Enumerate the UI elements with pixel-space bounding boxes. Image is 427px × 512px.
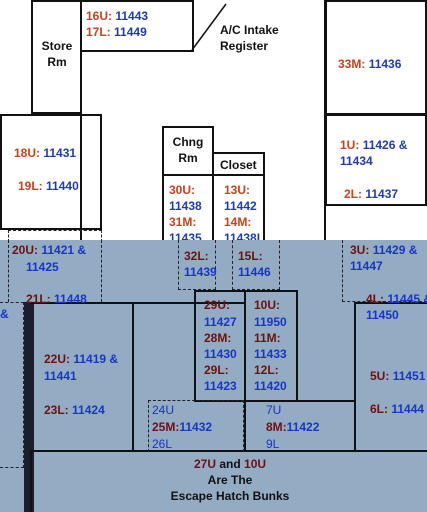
escape-hatch-note-line1: 27U and 10U bbox=[193, 457, 267, 471]
bunk-22u-cont: 11441 bbox=[44, 369, 77, 383]
escape-hatch-note-line3: Escape Hatch Bunks bbox=[170, 489, 290, 503]
bunk-31m: 31M: bbox=[169, 215, 197, 229]
bunk-16u: 16U: 11443 bbox=[86, 9, 149, 23]
bunk-30u: 30U: bbox=[169, 183, 196, 197]
bunk-4l: 4L: 11445 & bbox=[366, 292, 427, 306]
bunk-17l: 17L: 11449 bbox=[86, 25, 147, 39]
bunk-3u-cont: 11447 bbox=[350, 259, 383, 273]
upper-floor-plan: Store Rm A/C Intake Register Chng Rm Clo… bbox=[0, 0, 427, 242]
bunk-15l: 15L: bbox=[238, 249, 263, 263]
bunk-5u: 5U: 11451 bbox=[370, 369, 426, 383]
bunk-29l-num: 11423 bbox=[204, 379, 237, 393]
bunk-11m-num: 11433 bbox=[254, 347, 287, 361]
bunk-7u: 7U bbox=[266, 403, 282, 417]
bunk-15-dash bbox=[232, 240, 280, 290]
escape-hatch-note-line2: Are The bbox=[207, 473, 253, 487]
bunk-8m: 8M:11422 bbox=[266, 420, 320, 434]
lower-floor-plan: 20U: 11421 & 11425 21L: 11448 32L: 11439… bbox=[0, 240, 427, 512]
bunk-20-21-dash bbox=[8, 240, 102, 302]
bunk-14m: 14M: bbox=[224, 215, 252, 229]
bunk-25m: 25M:11432 bbox=[152, 420, 213, 434]
bunk-2l: 2L: 11437 bbox=[344, 187, 399, 201]
bunk-1-2-box bbox=[325, 114, 427, 206]
bunk-32-dash bbox=[178, 240, 216, 290]
left-side-dash bbox=[0, 302, 24, 468]
bunk-32l: 32L: bbox=[184, 249, 209, 263]
bunk-24u: 24U bbox=[152, 403, 175, 417]
bunk-13u: 13U: bbox=[224, 183, 251, 197]
bunk-10u-num: 11950 bbox=[254, 315, 287, 329]
bunk-22u: 22U: 11419 & bbox=[44, 352, 119, 366]
bunk-9l: 9L bbox=[266, 437, 280, 451]
bunk-18-19-box bbox=[0, 114, 102, 230]
bunk-19l: 19L: 11440 bbox=[18, 179, 79, 193]
bunk-30u-num: 11438 bbox=[169, 199, 202, 213]
ac-register-line bbox=[191, 3, 227, 51]
bunk-13-14-box bbox=[212, 174, 265, 240]
ac-intake-label: A/C Intake Register bbox=[220, 23, 279, 53]
bunk-4l-cont: 11450 bbox=[366, 308, 399, 322]
bunk-32l-num: 11439 bbox=[184, 265, 217, 279]
bunk-6l: 6L: 11444 bbox=[370, 402, 425, 416]
bunk-10u: 10U: bbox=[254, 298, 281, 312]
bunk-24-dash bbox=[148, 400, 244, 452]
escape-hatch-bay bbox=[30, 450, 427, 512]
bunk-15l-num: 11446 bbox=[238, 265, 271, 279]
bunk-20u: 20U: 11421 & bbox=[12, 243, 87, 257]
change-room-label: Chng Rm bbox=[172, 135, 204, 165]
bunk-11m: 11M: bbox=[254, 331, 281, 345]
closet-label: Closet bbox=[220, 158, 257, 172]
left-bunk-dash bbox=[8, 230, 102, 242]
left-wall bbox=[24, 302, 34, 512]
bunk-1u-cont: 11434 bbox=[340, 154, 373, 168]
bunk-28m: 28M: bbox=[204, 331, 232, 345]
bunk-12l: 12L: bbox=[254, 363, 279, 377]
store-room-label: Store Rm bbox=[41, 39, 73, 69]
bunk-1u: 1U: 11426 & bbox=[340, 138, 408, 152]
bunk-29u-num: 11427 bbox=[204, 315, 237, 329]
bunk-21l: 21L: 11448 bbox=[26, 292, 87, 303]
bunk-3-dash bbox=[342, 240, 427, 302]
bunk-26l: 26L bbox=[152, 437, 173, 451]
bunk-18u: 18U: 11431 bbox=[14, 146, 77, 160]
bunk-14m-num: 11438L bbox=[224, 231, 265, 240]
bunk-12l-num: 11420 bbox=[254, 379, 287, 393]
bunk-20u-cont: 11425 bbox=[26, 260, 59, 274]
ampersand-left: & bbox=[0, 307, 9, 321]
bunk-31m-num: 11435 bbox=[169, 231, 202, 240]
bunk-29l: 29L: bbox=[204, 363, 229, 377]
bunk-33m: 33M: 11436 bbox=[338, 57, 402, 71]
bunk-3u: 3U: 11429 & bbox=[350, 243, 418, 257]
bunk-28m-num: 11430 bbox=[204, 347, 237, 361]
bunk-13u-num: 11442 bbox=[224, 199, 257, 213]
bunk-29u: 29U: bbox=[204, 298, 231, 312]
bunk-23l: 23L: 11424 bbox=[44, 403, 105, 417]
